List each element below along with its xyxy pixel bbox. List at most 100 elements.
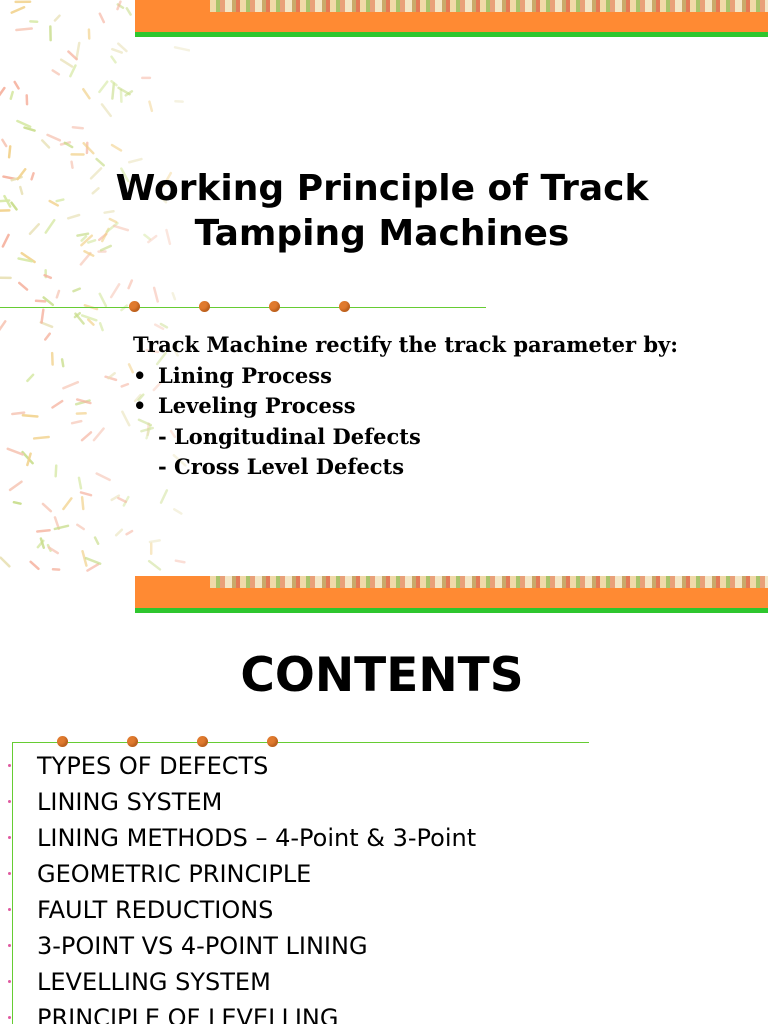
divider-rule [12,742,589,743]
confetti-stroke [79,491,93,497]
confetti-stroke [125,7,132,16]
confetti-stroke [36,529,51,533]
confetti-stroke [34,299,47,303]
confetti-stroke [73,311,82,319]
confetti-stroke [158,195,168,204]
slide-2: CONTENTS TYPES OF DEFECTS LINING SYSTEM … [0,576,768,1024]
confetti-stroke [143,233,152,241]
confetti-stroke [6,447,24,456]
confetti-stroke [39,537,46,549]
confetti-stroke [54,464,58,478]
confetti-stroke [100,103,112,118]
divider-dot [269,301,280,312]
confetti-stroke [63,141,74,149]
confetti-stroke [140,426,154,433]
confetti-stroke [18,281,29,291]
confetti-stroke [59,58,74,68]
confetti-stroke [76,232,90,237]
confetti-stroke [16,168,27,181]
confetti-stroke [165,228,172,246]
confetti-stroke [98,12,106,24]
divider-dot [197,736,208,747]
slide-1: Working Principle of Track Tamping Machi… [0,0,768,576]
confetti-stroke [3,194,12,208]
confetti-stroke [124,90,134,97]
confetti-stroke [120,167,130,183]
confetti-stroke [145,424,152,440]
confetti-stroke [80,235,88,242]
confetti-stroke [77,476,83,490]
confetti-stroke [145,348,160,354]
confetti-stroke [62,380,80,390]
confetti-stroke [87,318,95,326]
confetti-stroke [80,495,85,511]
title-line-2: Tamping Machines [194,213,570,254]
confetti-stroke [75,41,81,60]
confetti-stroke [112,224,130,232]
confetti-stroke [40,308,45,324]
confetti-stroke [98,322,104,332]
confetti-stroke [82,142,95,155]
confetti-stroke [171,345,179,357]
confetti-stroke [29,560,40,571]
confetti-stroke [95,472,111,482]
confetti-stroke [39,321,54,329]
confetti-stroke [111,47,124,54]
sub-item: - Longitudinal Defects [158,423,421,449]
confetti-stroke [110,80,118,87]
divider-rule [0,307,486,308]
contents-title: CONTENTS [240,648,524,703]
confetti-stroke [147,234,158,244]
confetti-stroke [43,274,53,280]
divider-dot [129,301,140,312]
slide-title: Working Principle of Track Tamping Machi… [60,166,704,256]
confetti-stroke [16,119,32,128]
vertical-rule [12,742,13,1024]
confetti-stroke [174,559,186,564]
list-item: FAULT REDUCTIONS [0,892,768,928]
confetti-stroke [62,497,73,511]
confetti-stroke [127,279,134,290]
confetti-stroke [53,14,61,22]
list-item: 3-POINT VS 4-POINT LINING [0,928,768,964]
confetti-stroke [98,292,108,308]
confetti-stroke [10,201,18,211]
confetti-stroke [0,556,11,568]
divider-dot [57,736,68,747]
confetti-stroke [103,210,115,214]
bullet-item: Lining Process [133,361,733,392]
confetti-stroke [21,450,34,465]
confetti-stroke [48,199,60,207]
confetti-stroke [53,524,70,531]
confetti-stroke [67,50,78,61]
confetti-stroke [121,410,131,427]
confetti-stroke [42,296,55,307]
confetti-stroke [117,42,128,53]
confetti-stroke [82,87,91,100]
bullet-item: Leveling Process [133,391,733,422]
confetti-stroke [91,187,100,195]
confetti-stroke [13,80,20,90]
confetti-stroke [105,221,119,233]
confetti-stroke [169,429,177,439]
confetti-stroke [71,125,84,130]
confetti-stroke [69,64,77,78]
confetti-stroke [51,69,61,76]
confetti-stroke [98,80,109,94]
confetti-stroke [53,516,61,530]
contents-list: TYPES OF DEFECTS LINING SYSTEM LINING ME… [0,748,768,1024]
divider-dot [127,736,138,747]
confetti-stroke [10,6,26,14]
lead-text: Track Machine rectify the track paramete… [133,332,678,357]
confetti-stroke [26,452,32,467]
confetti-stroke [172,454,187,467]
confetti-stroke [44,332,51,341]
confetti-stroke [120,382,130,388]
list-item: GEOMETRIC PRINCIPLE [0,856,768,892]
slide-body: Track Machine rectify the track paramete… [133,330,733,483]
confetti-stroke [0,320,7,332]
list-item: LEVELLING SYSTEM [0,964,768,1000]
confetti-stroke [60,358,65,368]
divider-dot [267,736,278,747]
confetti-stroke [70,160,74,169]
